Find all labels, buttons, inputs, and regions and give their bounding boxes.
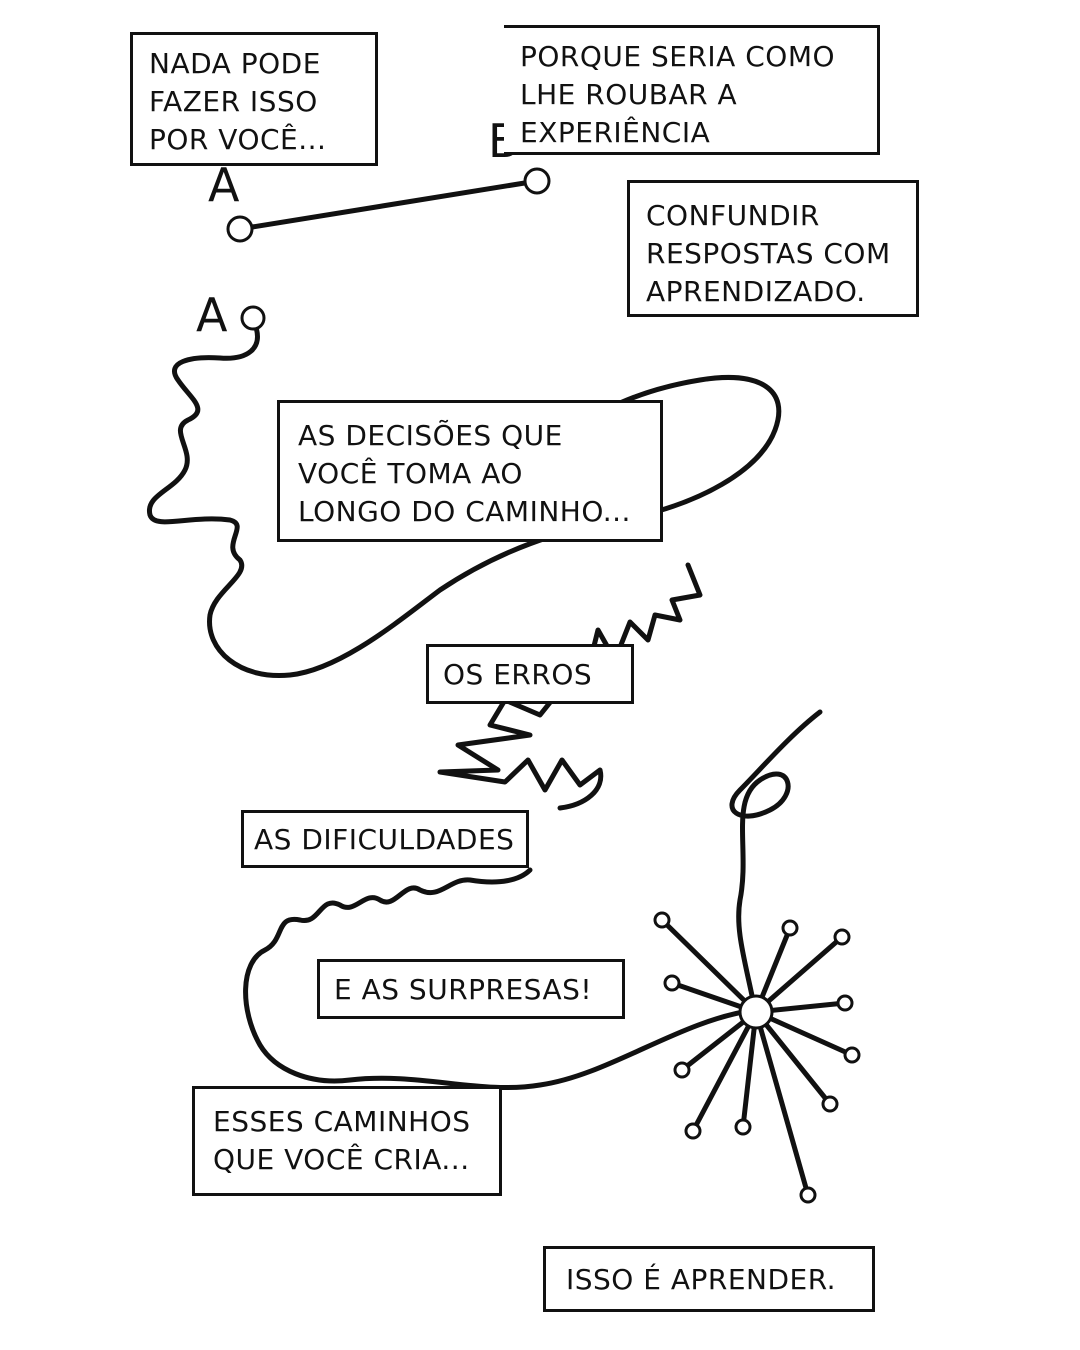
caption-surpresas: E AS SURPRESAS! <box>317 959 625 1019</box>
label-a-top: A <box>208 158 240 212</box>
point-a-circle <box>226 215 254 243</box>
zigzag-path <box>437 687 604 811</box>
caption-erros: OS ERROS <box>426 644 634 704</box>
path-start-circle <box>240 305 266 331</box>
caption-porque-seria: PORQUE SERIA COMO LHE ROUBAR A EXPERIÊNC… <box>504 25 880 155</box>
caption-nada-pode: NADA PODE FAZER ISSO POR VOCÊ... <box>130 32 378 166</box>
curl-path <box>243 867 758 1091</box>
caption-decisoes: AS DECISÕES QUE VOCÊ TOMA AO LONGO DO CA… <box>277 400 663 542</box>
point-b-circle <box>523 167 551 195</box>
label-a-path: A <box>196 288 228 342</box>
caption-caminhos: ESSES CAMINHOS QUE VOCÊ CRIA... <box>192 1086 502 1196</box>
caption-confundir: CONFUNDIR RESPOSTAS COM APRENDIZADO. <box>627 180 919 317</box>
caption-dificuldades: AS DIFICULDADES <box>241 810 529 868</box>
star-center-circle <box>738 994 774 1030</box>
direct-path-line <box>237 178 540 232</box>
winding-path <box>147 319 782 679</box>
caption-aprender: ISSO É APRENDER. <box>543 1246 875 1312</box>
loop-path <box>729 709 823 1013</box>
starburst <box>659 917 855 1198</box>
